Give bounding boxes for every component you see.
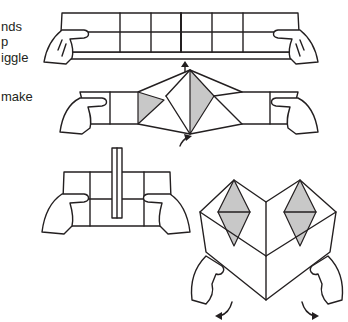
instruction-text-fragment: make bbox=[1, 90, 33, 103]
instruction-text-fragment: nds bbox=[1, 20, 22, 33]
instruction-text-fragment: iggle bbox=[1, 51, 28, 64]
step-four-figure bbox=[192, 180, 343, 320]
instruction-text-fragment: p bbox=[1, 35, 8, 48]
step-three-figure bbox=[42, 148, 190, 234]
step-two-figure bbox=[60, 70, 318, 146]
step-one-figure bbox=[44, 13, 318, 74]
